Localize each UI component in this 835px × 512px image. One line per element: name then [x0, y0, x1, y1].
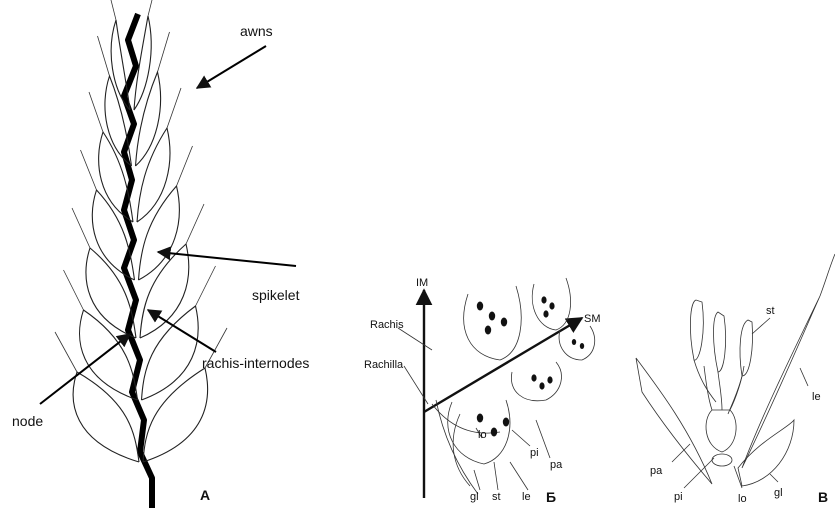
label-b-gl: gl	[470, 491, 479, 503]
awns-arrow	[197, 46, 266, 88]
spikelet-outline	[142, 306, 199, 400]
node-arrow	[40, 334, 130, 404]
awn	[167, 88, 181, 128]
awn	[64, 270, 84, 310]
label-c-pa: pa	[650, 465, 663, 477]
label-node: node	[12, 413, 43, 429]
label-rachilla: Rachilla	[364, 359, 404, 371]
label-c-gl: gl	[774, 487, 783, 499]
panel-c-letter: В	[818, 489, 828, 505]
panel-b-schema: IM SM Rachis Rachilla lo pi pa gl st le …	[364, 277, 601, 505]
panel-a-letter: A	[200, 487, 210, 503]
label-b-pi: pi	[530, 447, 539, 459]
label-c-pi: pi	[674, 491, 683, 503]
panel-c-floret	[636, 254, 835, 488]
label-b-st: st	[492, 491, 501, 503]
label-c-st: st	[766, 305, 775, 317]
label-b-lo: lo	[478, 429, 487, 441]
awn	[72, 208, 90, 248]
label-spikelet: spikelet	[252, 287, 300, 303]
spikelet-outline	[139, 186, 180, 280]
label-c-lo: lo	[738, 493, 747, 505]
label-awns: awns	[240, 23, 273, 39]
awn	[55, 332, 77, 372]
panel-a-spike-drawing	[55, 0, 227, 508]
label-sm: SM	[584, 313, 601, 325]
label-b-le: le	[522, 491, 531, 503]
awn	[196, 266, 216, 306]
awn	[98, 36, 110, 76]
awn	[148, 0, 158, 16]
panel-b-letter: Б	[546, 489, 556, 505]
spikelet-outline	[136, 72, 161, 166]
label-rachis-internodes: rachis-internodes	[202, 355, 309, 371]
awn	[186, 204, 204, 244]
awn	[158, 32, 170, 72]
spikelet-outline	[137, 128, 170, 222]
awn	[81, 150, 97, 190]
spikelet-arrow	[158, 252, 296, 266]
label-rachis: Rachis	[370, 319, 404, 331]
spikelet-outline	[143, 368, 208, 462]
spikelet-outline	[73, 372, 139, 462]
label-im: IM	[416, 277, 428, 289]
awn	[177, 146, 193, 186]
awn	[89, 92, 103, 132]
label-b-pa: pa	[550, 459, 563, 471]
label-c-le: le	[812, 391, 821, 403]
awn	[106, 0, 116, 20]
